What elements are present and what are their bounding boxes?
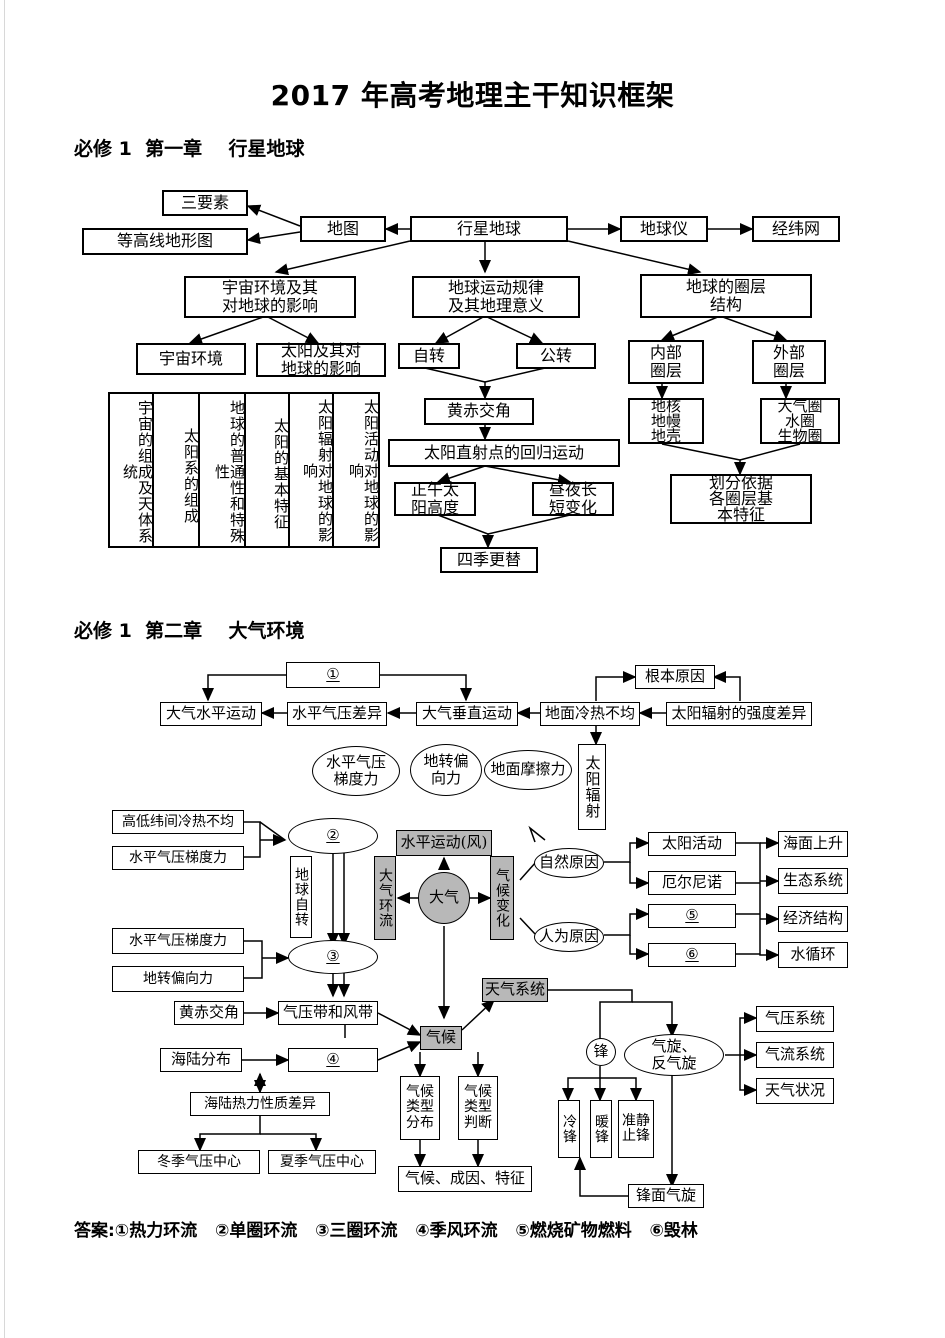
blank-6: ⑥	[648, 943, 736, 967]
node-weather-systems: 天气系统	[482, 978, 548, 1002]
node-horizontal-motion: 大气水平运动	[160, 702, 262, 726]
node-coriolis-oval: 地转偏 向力	[410, 744, 482, 796]
node-natural-causes: 自然原因	[534, 848, 604, 878]
node-division-basis: 划分依据 各圈层基 本特征	[670, 474, 812, 524]
page-title: 2017 年高考地理主干知识框架	[270, 79, 675, 112]
node-obliquity-2: 黄赤交角	[174, 1001, 244, 1025]
node-sun-impact: 太阳及其对 地球的影响	[256, 341, 386, 378]
col-solar-system: 太阳系的组成	[154, 394, 200, 546]
node-pressure-gradient-1: 水平气压梯度力	[112, 846, 244, 870]
node-vertical-motion: 大气垂直运动	[416, 702, 518, 726]
blank-4: ④	[288, 1048, 378, 1072]
node-three-elements: 三要素	[162, 190, 248, 216]
node-globe: 地球仪	[620, 216, 708, 242]
node-summer-pressure-center: 夏季气压中心	[268, 1150, 376, 1174]
node-coriolis-2: 地转偏向力	[112, 966, 244, 992]
node-inner-spheres: 内部 圈层	[628, 340, 704, 384]
node-warm-front: 暖锋	[590, 1100, 612, 1158]
page-edge	[4, 0, 5, 1338]
node-solar-radiation: 太阳辐射	[578, 744, 606, 830]
node-cold-front: 冷锋	[558, 1100, 580, 1158]
node-pressure-systems: 气压系统	[756, 1006, 834, 1032]
blank-3: ③	[288, 940, 378, 974]
col-earth-uniqueness: 地球的普通性和特殊性	[200, 394, 246, 546]
node-land-sea-distribution: 海陆分布	[160, 1048, 242, 1072]
blank-2: ②	[288, 818, 378, 854]
node-day-length: 昼夜长 短变化	[532, 480, 614, 517]
sun-cosmos-table: 宇宙的组成及天体系统 太阳系的组成 地球的普通性和特殊性 太阳的基本特征 太阳辐…	[108, 392, 380, 548]
node-seasons: 四季更替	[440, 547, 538, 573]
node-root-cause: 根本原因	[635, 665, 715, 689]
node-water-cycle: 水循环	[778, 942, 848, 968]
node-atmosphere: 大气	[418, 872, 470, 924]
node-ecosystem: 生态系统	[778, 868, 848, 894]
node-climate-change: 气候变化	[490, 856, 514, 940]
node-atmospheric-circulation: 大气环流	[374, 856, 396, 940]
blank-5: ⑤	[648, 904, 736, 928]
node-sea-level-rise: 海面上升	[778, 831, 848, 857]
node-graticule: 经纬网	[752, 216, 840, 242]
node-winter-pressure-center: 冬季气压中心	[138, 1150, 260, 1174]
node-pressure-difference: 水平气压差异	[287, 702, 387, 726]
node-land-sea-thermal: 海陆热力性质差异	[190, 1092, 330, 1116]
node-solar-activity: 太阳活动	[648, 832, 736, 856]
node-outer-spheres: 外部 圈层	[752, 340, 826, 384]
node-front: 锋	[586, 1038, 616, 1066]
node-cyclone-anticyclone: 气旋、 反气旋	[624, 1034, 724, 1076]
node-horizontal-wind: 水平运动(风)	[396, 830, 492, 856]
node-cosmic-env-impact: 宇宙环境及其 对地球的影响	[184, 276, 356, 318]
node-atmo-hydro-bio: 大气圈 水圈 生物圈	[760, 398, 840, 444]
col-cosmos-composition: 宇宙的组成及天体系统	[110, 394, 154, 546]
node-earth-motion: 地球运动规律 及其地理意义	[412, 276, 580, 318]
node-contour-map: 等高线地形图	[82, 228, 248, 255]
section-heading-1: 必修 1 第一章 行星地球	[74, 138, 305, 160]
node-climate: 气候	[420, 1026, 462, 1050]
node-airflow-systems: 气流系统	[756, 1042, 834, 1068]
col-solar-radiation: 太阳辐射对地球的影响	[290, 394, 334, 546]
node-economic-structure: 经济结构	[778, 906, 848, 932]
node-uneven-heating: 地面冷热不均	[540, 702, 640, 726]
col-sun-features: 太阳的基本特征	[246, 394, 290, 546]
node-frontal-cyclone: 锋面气旋	[628, 1184, 704, 1208]
node-planet-earth: 行星地球	[410, 216, 568, 242]
blank-1: ①	[286, 662, 380, 688]
node-map: 地图	[300, 216, 386, 242]
node-subsolar-migration: 太阳直射点的回归运动	[388, 439, 620, 467]
node-obliquity: 黄赤交角	[424, 398, 534, 425]
node-climate-type-judgement: 气候 类型 判断	[458, 1076, 498, 1140]
node-pressure-wind-belts: 气压带和风带	[278, 1001, 378, 1025]
node-human-causes: 人为原因	[534, 922, 604, 952]
node-pressure-gradient-oval: 水平气压 梯度力	[312, 746, 400, 796]
node-cosmic-env: 宇宙环境	[136, 343, 246, 375]
node-rotation: 自转	[398, 343, 460, 369]
node-climate-cause-feature: 气候、成因、特征	[398, 1166, 532, 1192]
node-radiation-difference: 太阳辐射的强度差异	[666, 702, 812, 726]
node-weather-conditions: 天气状况	[756, 1078, 834, 1104]
node-climate-type-distribution: 气候 类型 分布	[400, 1076, 440, 1140]
node-noon-sun-altitude: 正午太 阳高度	[394, 480, 476, 517]
node-earth-rotation: 地球自转	[290, 856, 312, 938]
node-revolution: 公转	[516, 343, 596, 369]
col-solar-activity: 太阳活动对地球的影响	[334, 394, 380, 546]
node-stationary-front: 准静止锋	[618, 1100, 654, 1158]
node-core-mantle-crust: 地核 地幔 地壳	[628, 398, 704, 444]
answer-key: 答案:①热力环流 ②单圈环流 ③三圈环流 ④季风环流 ⑤燃烧矿物燃料 ⑥毁林	[74, 1221, 698, 1241]
node-earth-spheres: 地球的圈层 结构	[640, 274, 812, 318]
node-friction-oval: 地面摩擦力	[484, 750, 572, 790]
section-heading-2: 必修 1 第二章 大气环境	[74, 620, 305, 642]
node-pressure-gradient-2: 水平气压梯度力	[112, 928, 244, 954]
node-latitude-heating: 高低纬间冷热不均	[112, 810, 244, 834]
node-el-nino: 厄尔尼诺	[648, 871, 736, 895]
